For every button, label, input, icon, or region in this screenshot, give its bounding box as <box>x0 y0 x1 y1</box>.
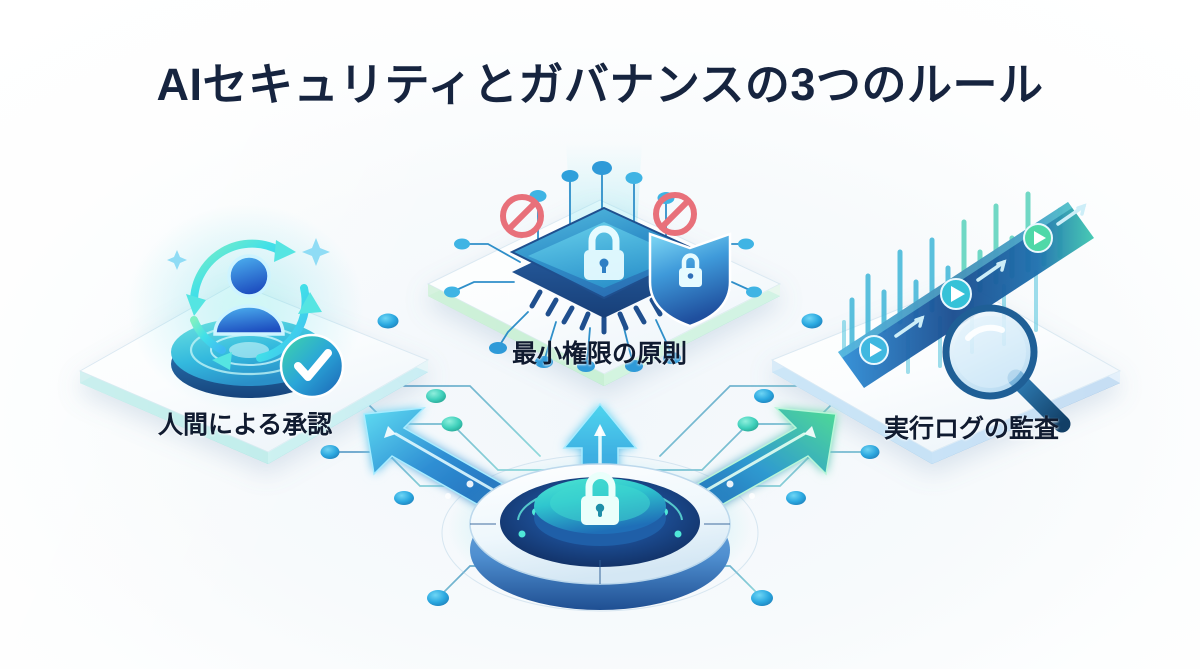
sparkle-icon <box>167 238 330 270</box>
shield-lock-icon <box>648 232 732 328</box>
circular-arrow-loop <box>189 239 310 362</box>
execution-log-audit-icon <box>838 191 1094 433</box>
card-label-execution-log-audit: 実行ログの監査 <box>884 415 1060 443</box>
card-label-human-approval: 人間による承認 <box>158 411 333 439</box>
play-markers <box>859 223 1053 365</box>
lock-on-chip-icon <box>584 225 624 280</box>
lock-icon <box>581 472 619 525</box>
progress-arrows <box>894 203 1087 338</box>
loop-arrowheads <box>186 240 322 370</box>
prohibition-sign-right-icon <box>653 192 697 236</box>
hub-lock-puck[interactable] <box>534 472 666 546</box>
human-approval-icon <box>128 204 364 412</box>
card-label-least-privilege: 最小権限の原則 <box>512 340 688 368</box>
prohibition-sign-left-icon <box>500 194 544 238</box>
least-privilege-icon <box>444 142 762 372</box>
magnifier-icon <box>942 304 1071 433</box>
check-badge-icon <box>279 333 345 399</box>
hub-seams <box>470 523 730 584</box>
person-silhouette <box>213 254 285 336</box>
page-title: AIセキュリティとガバナンスの3つのルール <box>156 59 1044 110</box>
